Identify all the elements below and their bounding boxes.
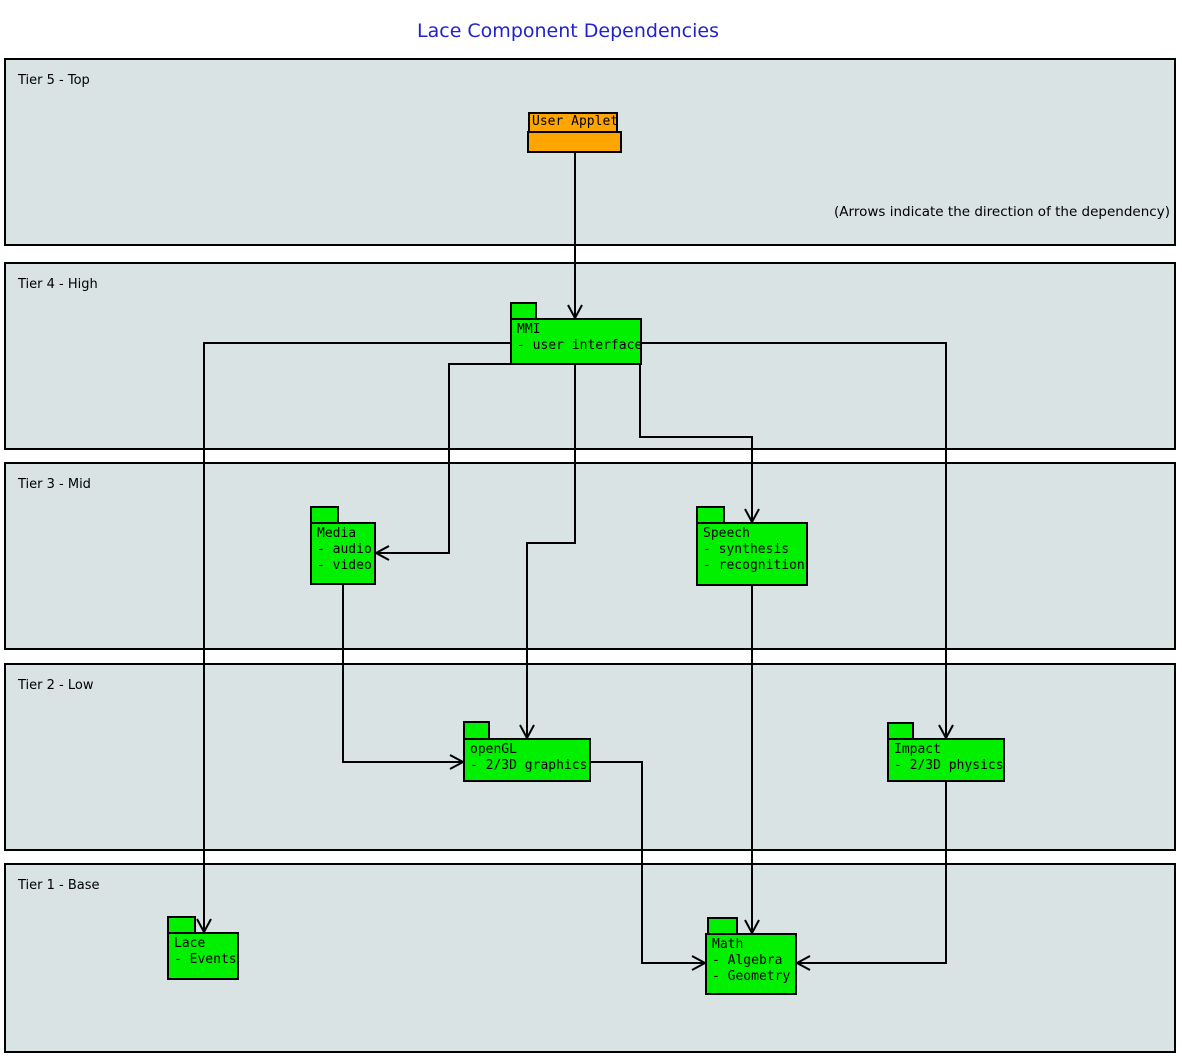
component-name: Lace [174,936,206,951]
component-detail: - 2/3D physics [894,758,1004,773]
component-detail: - Algebra [712,953,783,968]
tier-2-label: Tier 2 - Low [18,678,94,693]
component-detail: - audio [317,542,372,557]
user-applet-name: User Applet [528,112,618,133]
component-name: Math [712,937,744,952]
page-title: Lace Component Dependencies [417,20,719,42]
tier-4-label: Tier 4 - High [18,277,98,292]
component-detail: - video [317,558,372,573]
tier-5-label: Tier 5 - Top [18,73,90,88]
tier-band-3-mid: Tier 3 - Mid [4,462,1176,650]
component-name: Speech [703,526,750,541]
component-name: Media [317,526,357,541]
component-detail: - recognition [703,558,805,573]
component-detail: - synthesis [703,542,790,557]
component-detail: - 2/3D graphics [470,758,588,773]
component-detail: - Events [174,952,237,967]
component-name: Impact [894,742,941,757]
tier-3-label: Tier 3 - Mid [18,477,91,492]
component-name: MMI [517,322,541,337]
component-name: openGL [470,742,517,757]
tier-1-label: Tier 1 - Base [18,878,100,893]
component-detail: - Geometry [712,969,791,984]
component-detail: - user interface [517,338,643,353]
arrow-direction-note: (Arrows indicate the direction of the de… [834,204,1170,220]
user-applet-body [527,131,622,153]
